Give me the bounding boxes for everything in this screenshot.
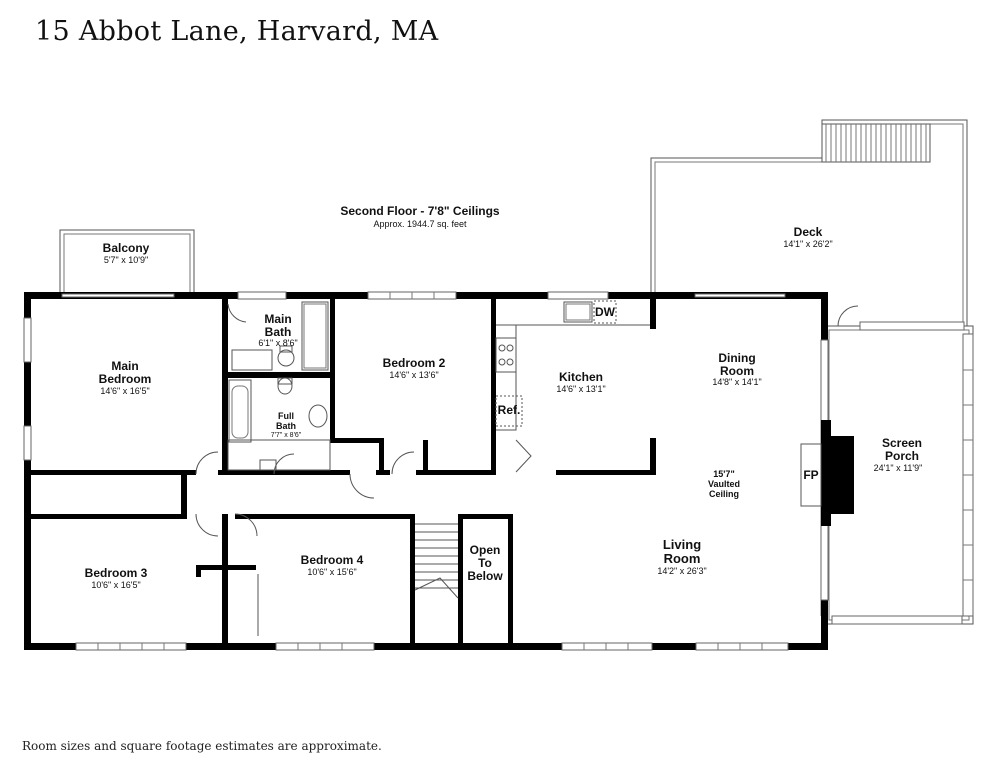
living-dims: 14'2" x 26'3" xyxy=(657,566,706,576)
kitchen-sink-icon xyxy=(563,301,593,323)
balcony-name: Balcony xyxy=(103,241,150,255)
full-bath-name-1: Full xyxy=(278,411,294,421)
bath-sink xyxy=(308,404,328,428)
main-bath-name-2: Bath xyxy=(265,325,292,339)
deck-name: Deck xyxy=(794,225,823,239)
balcony-outline xyxy=(59,229,195,296)
main-bath-dims: 6'1" x 8'6" xyxy=(258,338,297,348)
main-bedroom-dims: 14'6" x 16'5" xyxy=(100,386,149,396)
bedroom4-dims: 10'6" x 15'6" xyxy=(307,567,356,577)
hearth xyxy=(800,443,822,507)
bath-toilet xyxy=(277,377,293,395)
bedroom2-dims: 14'6" x 13'6" xyxy=(389,370,438,380)
open-below-line1: Open xyxy=(470,543,501,557)
fireplace-label: FP xyxy=(803,468,818,482)
bedroom4-name: Bedroom 4 xyxy=(301,553,364,567)
living-name-2: Room xyxy=(664,551,701,566)
bedroom3-dims: 10'6" x 16'5" xyxy=(91,580,140,590)
deck-outline xyxy=(650,119,968,326)
dining-dims: 14'8" x 14'1" xyxy=(712,377,761,387)
balcony-dims: 5'7" x 10'9" xyxy=(104,255,148,265)
living-name-1: Living xyxy=(663,537,701,552)
footer-note: Room sizes and square footage estimates … xyxy=(22,739,382,753)
main-bath-name-1: Main xyxy=(264,312,291,326)
open-below-line3: Below xyxy=(467,569,503,583)
stove-icon xyxy=(495,337,517,373)
screen-porch-dims: 24'1" x 11'9" xyxy=(874,463,923,473)
full-bath-dims: 7'7" x 8'6" xyxy=(271,432,302,439)
page-title: 15 Abbot Lane, Harvard, MA xyxy=(35,16,439,47)
screen-porch-name-2: Porch xyxy=(885,449,919,463)
deck-dims: 14'1" x 26'2" xyxy=(783,239,832,249)
sink-vanity xyxy=(231,349,273,371)
kitchen-dims: 14'6" x 13'1" xyxy=(556,384,605,394)
bedroom2-name: Bedroom 2 xyxy=(383,356,446,370)
stairs xyxy=(414,523,459,599)
interior-walls xyxy=(31,299,854,644)
vaulted-line1: 15'7" xyxy=(713,469,734,479)
dishwasher-label: DW xyxy=(595,305,616,319)
open-below-line2: To xyxy=(478,556,492,570)
kitchen-name: Kitchen xyxy=(559,370,603,384)
toilet xyxy=(277,349,295,367)
door-swings xyxy=(195,303,859,636)
dishwasher-icon xyxy=(593,300,617,324)
full-bath-name-2: Bath xyxy=(276,421,296,431)
refrigerator-icon xyxy=(495,395,523,427)
bedroom3-name: Bedroom 3 xyxy=(85,566,148,580)
floor-label: Second Floor - 7'8" Ceilings xyxy=(340,204,500,218)
vaulted-line3: Ceiling xyxy=(709,489,739,499)
dining-name-1: Dining xyxy=(718,351,755,365)
screen-porch-name-1: Screen xyxy=(882,436,922,450)
vaulted-line2: Vaulted xyxy=(708,479,740,489)
fixtures xyxy=(227,300,822,507)
dining-name-2: Room xyxy=(720,364,754,378)
refrigerator-label: Ref. xyxy=(498,403,521,417)
bathtub xyxy=(228,379,252,443)
shower xyxy=(301,301,329,371)
main-bedroom-name-2: Bedroom xyxy=(99,372,152,386)
deck-stairs xyxy=(821,123,931,163)
floor-area: Approx. 1944.7 sq. feet xyxy=(373,219,467,229)
main-bedroom-name-1: Main xyxy=(111,359,138,373)
